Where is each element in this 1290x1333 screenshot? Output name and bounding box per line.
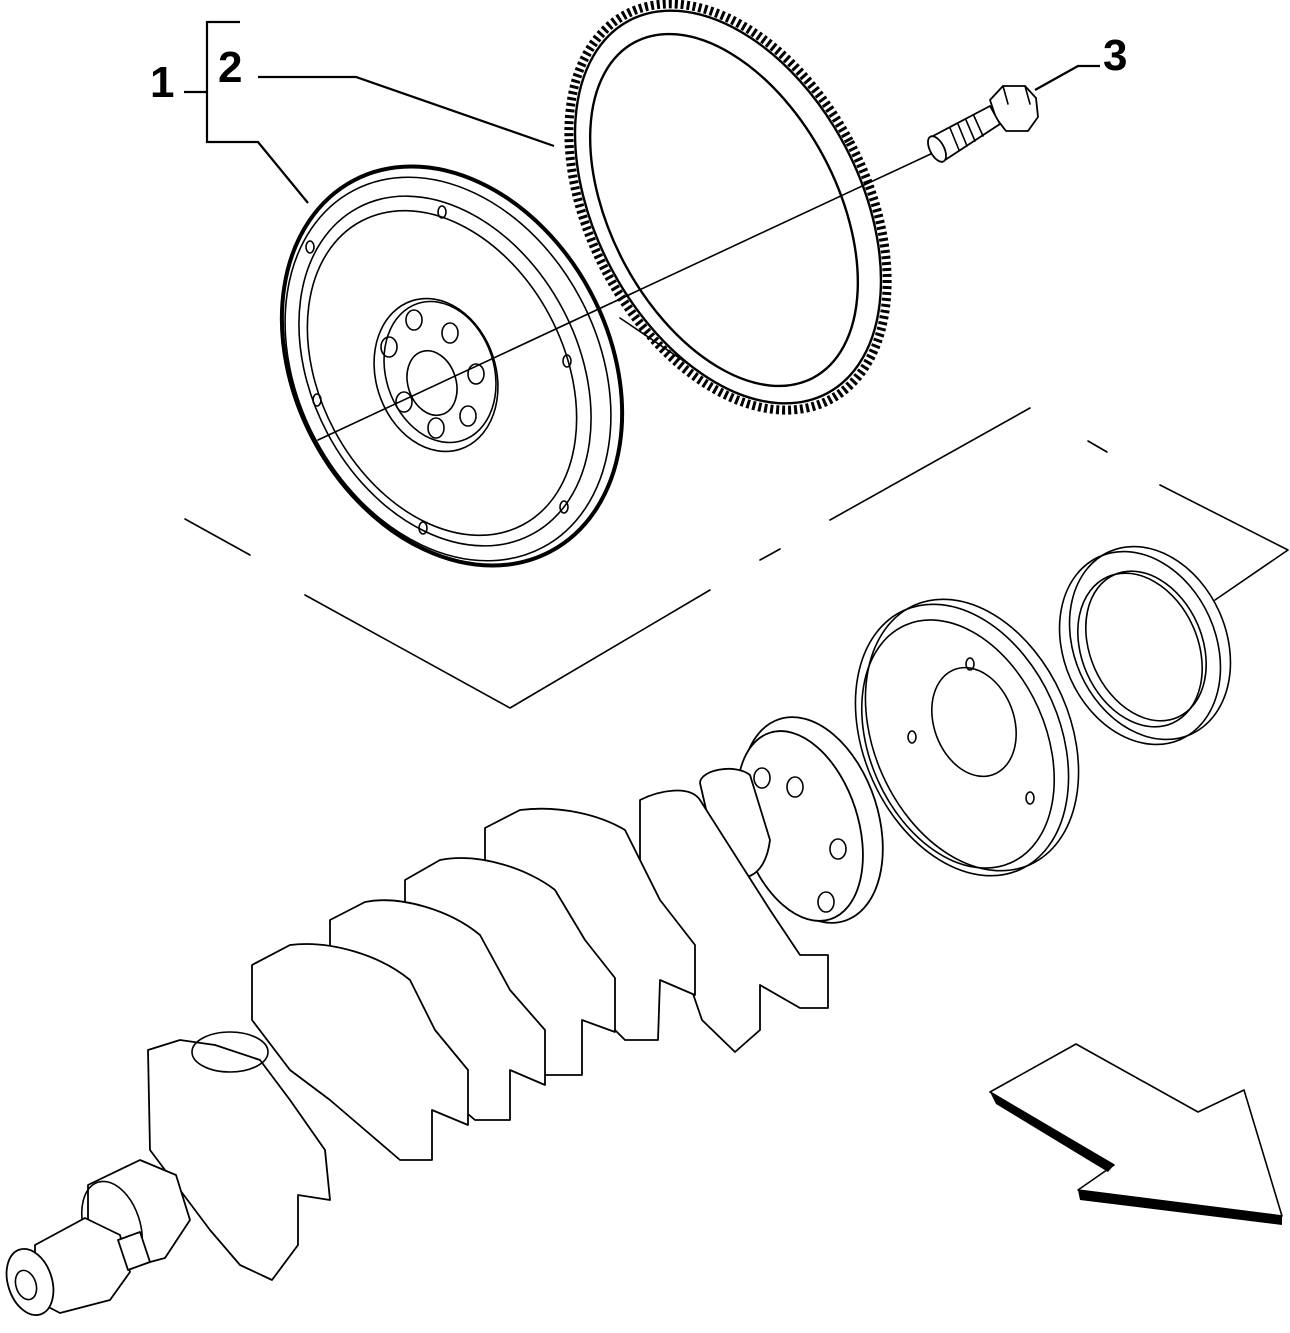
spacer-plate: [854, 598, 1080, 877]
ring-gear: [564, 0, 892, 415]
leader-line-3: [1034, 64, 1100, 91]
oil-seal: [1058, 545, 1232, 746]
callout-label-1: 1: [150, 58, 174, 107]
flywheel: [279, 164, 625, 568]
crankshaft: [5, 716, 884, 1316]
callout-label-3: 3: [1103, 31, 1127, 80]
leader-line-2: [258, 75, 555, 148]
callout-bracket: [184, 20, 309, 204]
assembly-plane-outline: [184, 317, 1289, 709]
arrow-right-down-icon: [989, 1043, 1283, 1225]
callout-label-2: 2: [218, 43, 242, 92]
flywheel-bolt: [927, 85, 1039, 163]
